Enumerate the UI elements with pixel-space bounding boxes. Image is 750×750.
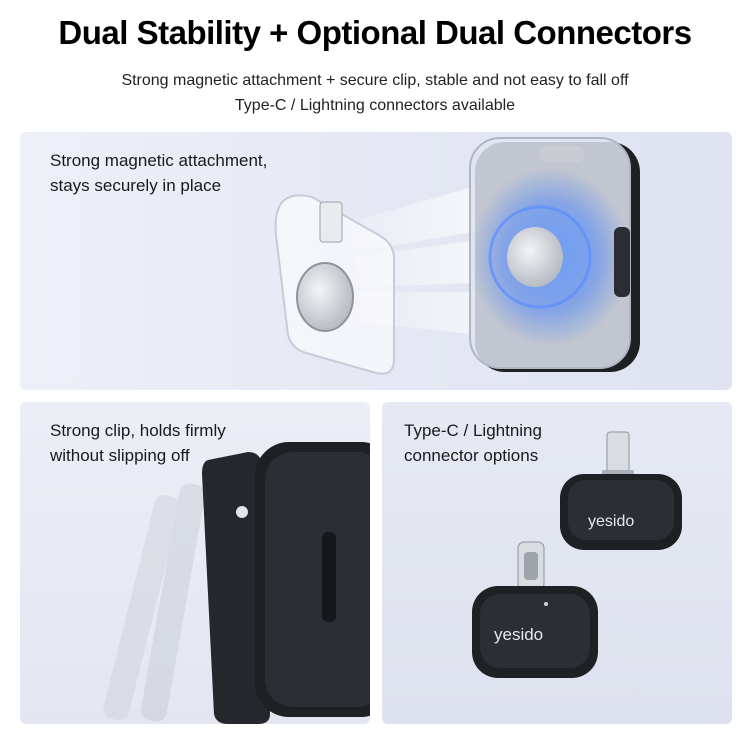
magnetic-caption-line-1: Strong magnetic attachment, — [50, 151, 268, 170]
typec-receiver: yesido — [472, 541, 598, 678]
magnetic-caption-line-2: stays securely in place — [50, 176, 222, 195]
magnetic-caption: Strong magnetic attachment, stays secure… — [50, 148, 267, 198]
lightning-receiver: yesido — [560, 431, 682, 550]
clip-motion-blur — [103, 483, 206, 722]
connectors-caption-line-1: Type-C / Lightning — [404, 421, 542, 440]
page-title: Dual Stability + Optional Dual Connector… — [58, 14, 692, 51]
subtitle-line-2: Type-C / Lightning connectors available — [234, 97, 516, 114]
connectors-panel: Type-C / Lightning connector options yes… — [382, 402, 732, 724]
clip-body — [202, 452, 270, 724]
magnetic-panel: Strong magnetic attachment, stays secure… — [20, 132, 732, 390]
magnetic-illustration — [274, 137, 640, 375]
clip-mic-device — [255, 442, 370, 717]
clip-panel: Strong clip, holds firmly without slippi… — [20, 402, 370, 724]
brand-logo-bottom: yesido — [494, 625, 543, 644]
connectors-caption: Type-C / Lightning connector options — [404, 418, 542, 468]
brand-logo-top: yesido — [588, 513, 634, 530]
clip-illustration — [103, 442, 370, 724]
magnetic-clip-piece — [274, 194, 395, 375]
connectors-caption-line-2: connector options — [404, 446, 539, 465]
clip-caption-line-2: without slipping off — [50, 446, 190, 465]
subtitle-line-1: Strong magnetic attachment + secure clip… — [121, 72, 629, 89]
connectors-illustration: yesido yesido — [472, 431, 682, 678]
clip-caption-line-1: Strong clip, holds firmly — [50, 421, 226, 440]
transparent-mic-device — [469, 137, 640, 372]
clip-caption: Strong clip, holds firmly without slippi… — [50, 418, 226, 468]
